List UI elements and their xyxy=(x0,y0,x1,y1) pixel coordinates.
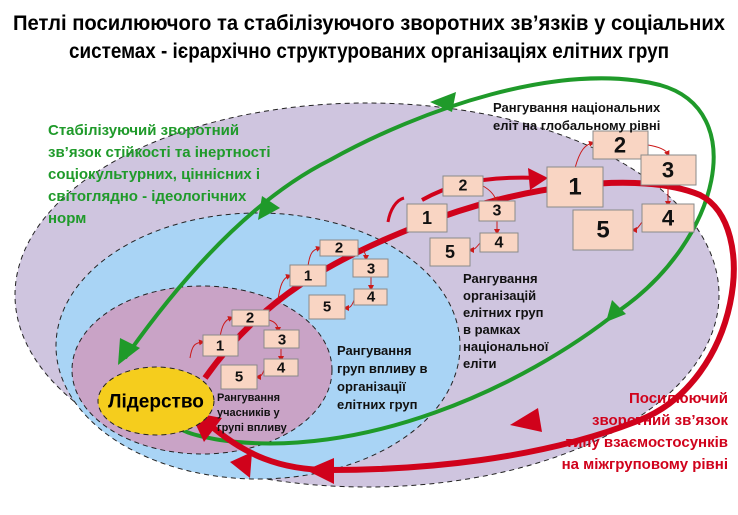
red-arrowhead-icon xyxy=(230,452,252,478)
organization-rank-boxes: 1 2 3 4 5 xyxy=(289,239,389,320)
svg-text:норм: норм xyxy=(48,210,86,227)
rank-box-2 xyxy=(592,130,649,160)
svg-text:2: 2 xyxy=(459,178,468,195)
svg-text:5: 5 xyxy=(445,242,455,262)
group-rank-boxes: 1 2 3 4 5 xyxy=(202,309,300,390)
svg-text:2: 2 xyxy=(614,133,626,158)
svg-text:3: 3 xyxy=(493,203,502,220)
national-rank-boxes: 1 2 3 4 5 xyxy=(406,175,519,267)
title-line-2: системах - ієрархічно структурованих орг… xyxy=(69,40,669,63)
svg-text:3: 3 xyxy=(367,261,375,278)
reinforcing-label: Посилюючий зворотний зв’язок типу взаємо… xyxy=(562,390,729,473)
rank-box-1 xyxy=(202,334,239,357)
svg-text:національної: національної xyxy=(463,339,549,354)
svg-text:3: 3 xyxy=(662,158,674,183)
rank-box-2 xyxy=(442,175,484,197)
green-arrowhead-icon xyxy=(606,300,626,322)
rank-box-3 xyxy=(478,200,516,222)
national-ranking-label: Рангування організацій елітних груп в ра… xyxy=(463,271,549,371)
leadership-label: Лідерство xyxy=(108,392,204,413)
rank-box-4 xyxy=(263,358,299,377)
svg-text:1: 1 xyxy=(304,268,312,285)
rank-box-2 xyxy=(231,309,270,327)
svg-text:елітних груп: елітних груп xyxy=(337,397,417,412)
stabilizing-label: Стабілізуючий зворотний зв’язок стійкост… xyxy=(48,122,271,227)
svg-text:1: 1 xyxy=(568,174,581,201)
svg-text:5: 5 xyxy=(235,369,243,386)
svg-text:3: 3 xyxy=(278,332,286,349)
rank-box-5 xyxy=(429,237,471,267)
red-arrowhead-icon xyxy=(510,408,542,432)
svg-text:організацій: організацій xyxy=(463,288,536,303)
svg-text:1: 1 xyxy=(422,208,432,228)
rank-box-3 xyxy=(263,329,300,349)
svg-text:соціокультурних, ціннісних і: соціокультурних, ціннісних і xyxy=(48,166,260,183)
svg-text:організації: організації xyxy=(337,379,406,394)
svg-text:в рамках: в рамках xyxy=(463,322,521,337)
reinforcing-loop-path xyxy=(202,179,737,474)
global-rank-boxes: 1 2 3 4 5 xyxy=(546,130,697,251)
rank-box-1 xyxy=(289,264,327,287)
svg-text:зворотний зв’язок: зворотний зв’язок xyxy=(592,412,728,429)
svg-text:4: 4 xyxy=(662,206,675,231)
svg-text:Стабілізуючий зворотний: Стабілізуючий зворотний xyxy=(48,122,239,139)
svg-text:5: 5 xyxy=(323,299,331,316)
rank-box-4 xyxy=(479,232,519,253)
svg-text:4: 4 xyxy=(367,289,376,306)
svg-text:зв’язок стійкості та інертнос: зв’язок стійкості та інертності xyxy=(48,144,271,161)
stabilizing-loop-path xyxy=(123,76,716,446)
rank-box-1 xyxy=(546,166,604,208)
rank-box-4 xyxy=(353,288,388,306)
rank-box-5 xyxy=(572,209,634,251)
leadership-ellipse xyxy=(97,366,215,436)
rank-cycle-arrows xyxy=(189,140,671,380)
rank-box-4 xyxy=(641,203,695,233)
svg-text:2: 2 xyxy=(246,310,254,327)
svg-text:1: 1 xyxy=(216,338,224,355)
green-arrowhead-icon xyxy=(258,196,280,220)
svg-text:Рангування: Рангування xyxy=(217,392,280,404)
svg-text:Посилюючий: Посилюючий xyxy=(629,390,728,407)
rank-box-3 xyxy=(352,258,389,278)
rank-box-2 xyxy=(319,239,359,257)
svg-text:Рангування національних: Рангування національних xyxy=(493,100,661,115)
svg-text:еліти: еліти xyxy=(463,356,496,371)
organization-ranking-label: Рангування груп впливу в організації елі… xyxy=(337,343,427,412)
svg-text:груп впливу в: груп впливу в xyxy=(337,361,427,376)
rank-box-5 xyxy=(308,294,346,320)
rank-box-1 xyxy=(406,203,448,233)
green-arrowhead-icon xyxy=(430,92,456,112)
title-line-1: Петлі посилюючого та стабілізуючого звор… xyxy=(13,12,725,35)
red-arrowhead-icon xyxy=(528,168,548,190)
svg-text:5: 5 xyxy=(596,217,609,244)
svg-text:світоглядно - ідеологічних: світоглядно - ідеологічних xyxy=(48,188,247,205)
svg-text:на міжгруповому рівні: на міжгруповому рівні xyxy=(562,456,728,473)
svg-text:еліт на глобальному рівні: еліт на глобальному рівні xyxy=(493,118,660,133)
red-arrowhead-icon xyxy=(306,458,334,484)
svg-text:4: 4 xyxy=(495,235,504,252)
svg-text:типу взаємостосунків: типу взаємостосунків xyxy=(566,434,728,451)
rank-box-5 xyxy=(220,364,258,390)
green-arrowhead-icon xyxy=(118,338,140,365)
svg-text:групі впливу: групі впливу xyxy=(217,422,288,434)
svg-text:Рангування: Рангування xyxy=(463,271,538,286)
global-ranking-label: Рангування національних еліт на глобальн… xyxy=(493,100,661,133)
svg-text:2: 2 xyxy=(335,240,343,257)
svg-text:4: 4 xyxy=(277,360,286,377)
svg-text:елітних груп: елітних груп xyxy=(463,305,543,320)
reinforcing-branch-path xyxy=(386,196,405,223)
svg-text:учасників у: учасників у xyxy=(217,407,281,419)
group-ranking-label: Рангування учасників у групі впливу xyxy=(217,392,288,434)
rank-box-3 xyxy=(640,154,697,186)
svg-text:Рангування: Рангування xyxy=(337,343,412,358)
